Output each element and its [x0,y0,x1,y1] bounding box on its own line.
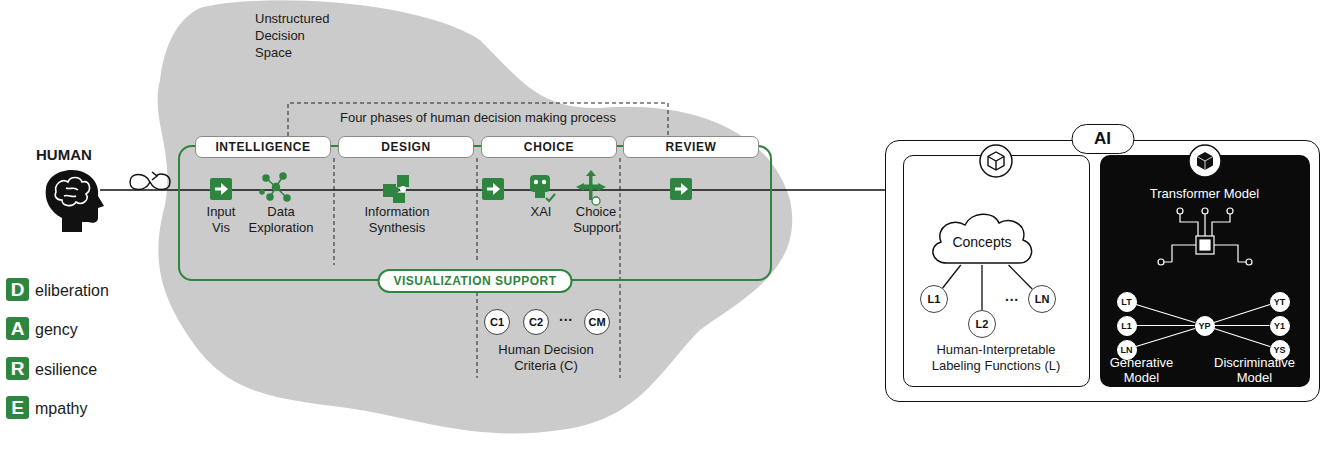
phase-label: REVIEW [666,140,717,154]
circle-label: YP [1198,321,1210,331]
data-exploration-icon [260,173,290,201]
dare-node: Agency [6,317,29,340]
dare-word: gency [35,318,78,341]
circ-node: LN [1028,285,1056,313]
connector [1136,304,1195,322]
support-pill: VISUALIZATION SUPPORT [378,269,573,293]
dare-letter: A [11,317,25,340]
circle-label: C1 [490,316,504,328]
dare-letter: D [11,278,25,301]
icon-caption: Information Synthesis [357,204,437,236]
bcirc-node: YS [1270,340,1290,360]
phase-label: DESIGN [381,140,431,154]
circle-label: L1 [928,293,941,305]
dare-letter: E [11,396,24,419]
tab-node: DESIGN [338,136,474,158]
transformer-chip-icon [1158,208,1252,265]
circ-node: CM [584,309,610,335]
loop-icon [130,172,170,190]
ai-node: AIHuman-Interpretable Labeling Functions… [885,140,1320,402]
circle-label: YS [1273,345,1285,355]
circ-node: L1 [920,285,948,313]
bcirc-node: YP [1195,316,1215,336]
review-icon [670,178,692,200]
dare-word: esilience [35,358,97,381]
circle-label: LN [1121,345,1133,355]
ellipsis: ··· [554,312,578,328]
circle-label: Y1 [1274,321,1285,331]
circle-label: LN [1035,293,1050,305]
model-title: Transformer Model [1100,186,1310,201]
connector [772,189,885,190]
connector [1214,305,1270,323]
circle-label: C2 [529,316,543,328]
bcirc-node: YT [1270,292,1290,312]
connector [1009,265,1033,289]
ai-tab: AI [1071,124,1134,154]
icon-caption: XAI [521,204,561,220]
actor-label: HUMAN [36,146,116,163]
transformer-panel [1100,155,1310,387]
dare-letter: R [11,357,25,380]
xai-robot-icon [530,175,555,201]
choice-support-icon [576,170,606,205]
decision-space-blob [158,0,793,433]
bcirc-node: LT [1117,292,1137,312]
connector [981,265,982,310]
model-caption: Generative Model [1100,355,1184,385]
region-label: Unstructured Decision Space [255,10,337,61]
connector [1137,325,1195,326]
connector [1215,325,1270,326]
dare-node: Deliberation [6,278,29,301]
connector [1214,329,1270,347]
cloud-label: Concepts [952,234,1011,250]
circ-node: C2 [523,309,549,335]
ellipsis: ··· [1000,292,1024,308]
bcirc-node: L1 [1117,316,1137,336]
bcirc-node: Y1 [1270,316,1290,336]
circle-label: CM [588,316,605,328]
icon-caption: Input Vis [199,204,243,236]
tab-node: CHOICE [481,136,617,158]
synthesis-puzzle-icon [383,175,409,203]
circ-node: C1 [484,309,510,335]
human-head-icon [46,170,104,232]
cont-node: VISUALIZATION SUPPORTINTELLIGENCEDESIGNC… [178,145,772,281]
circle-label: YT [1274,297,1286,307]
dare-node: Resilience [6,357,29,380]
connector [1136,328,1195,346]
circle-label: L1 [1121,321,1132,331]
circle-label: LT [1121,297,1131,307]
dare-node: Empathy [6,396,29,419]
dare-word: eliberation [35,279,109,302]
circ-node: L2 [968,310,996,338]
icon-caption: Data Exploration [244,204,318,236]
phase-label: INTELLIGENCE [215,140,310,154]
tab-node: REVIEW [623,136,759,158]
lbox-node: Human-Interpretable Labeling Functions (… [903,155,1090,387]
input-vis-icon [210,178,232,200]
interpretable-cube-icon [980,145,1012,177]
dare-word: mpathy [35,397,87,420]
blackbox-cube-icon [1189,145,1221,177]
criteria-caption: Human Decision Criteria (C) [490,342,602,374]
bbox-node: Transformer ModelGenerative Model Discrim… [1100,155,1310,387]
choice-input-icon [482,178,504,200]
cloud-node: Concepts [927,211,1037,265]
group-title: Four phases of human decision making pro… [293,110,663,125]
bcirc-node: LN [1117,340,1137,360]
box-caption: Human-Interpretable Labeling Functions (… [904,342,1089,374]
tab-node: INTELLIGENCE [195,136,331,158]
icon-caption: Choice Support [568,204,624,236]
model-caption: Discriminative Model [1202,355,1308,385]
phase-label: CHOICE [524,140,574,154]
circle-label: L2 [976,318,989,330]
connector [943,265,961,288]
